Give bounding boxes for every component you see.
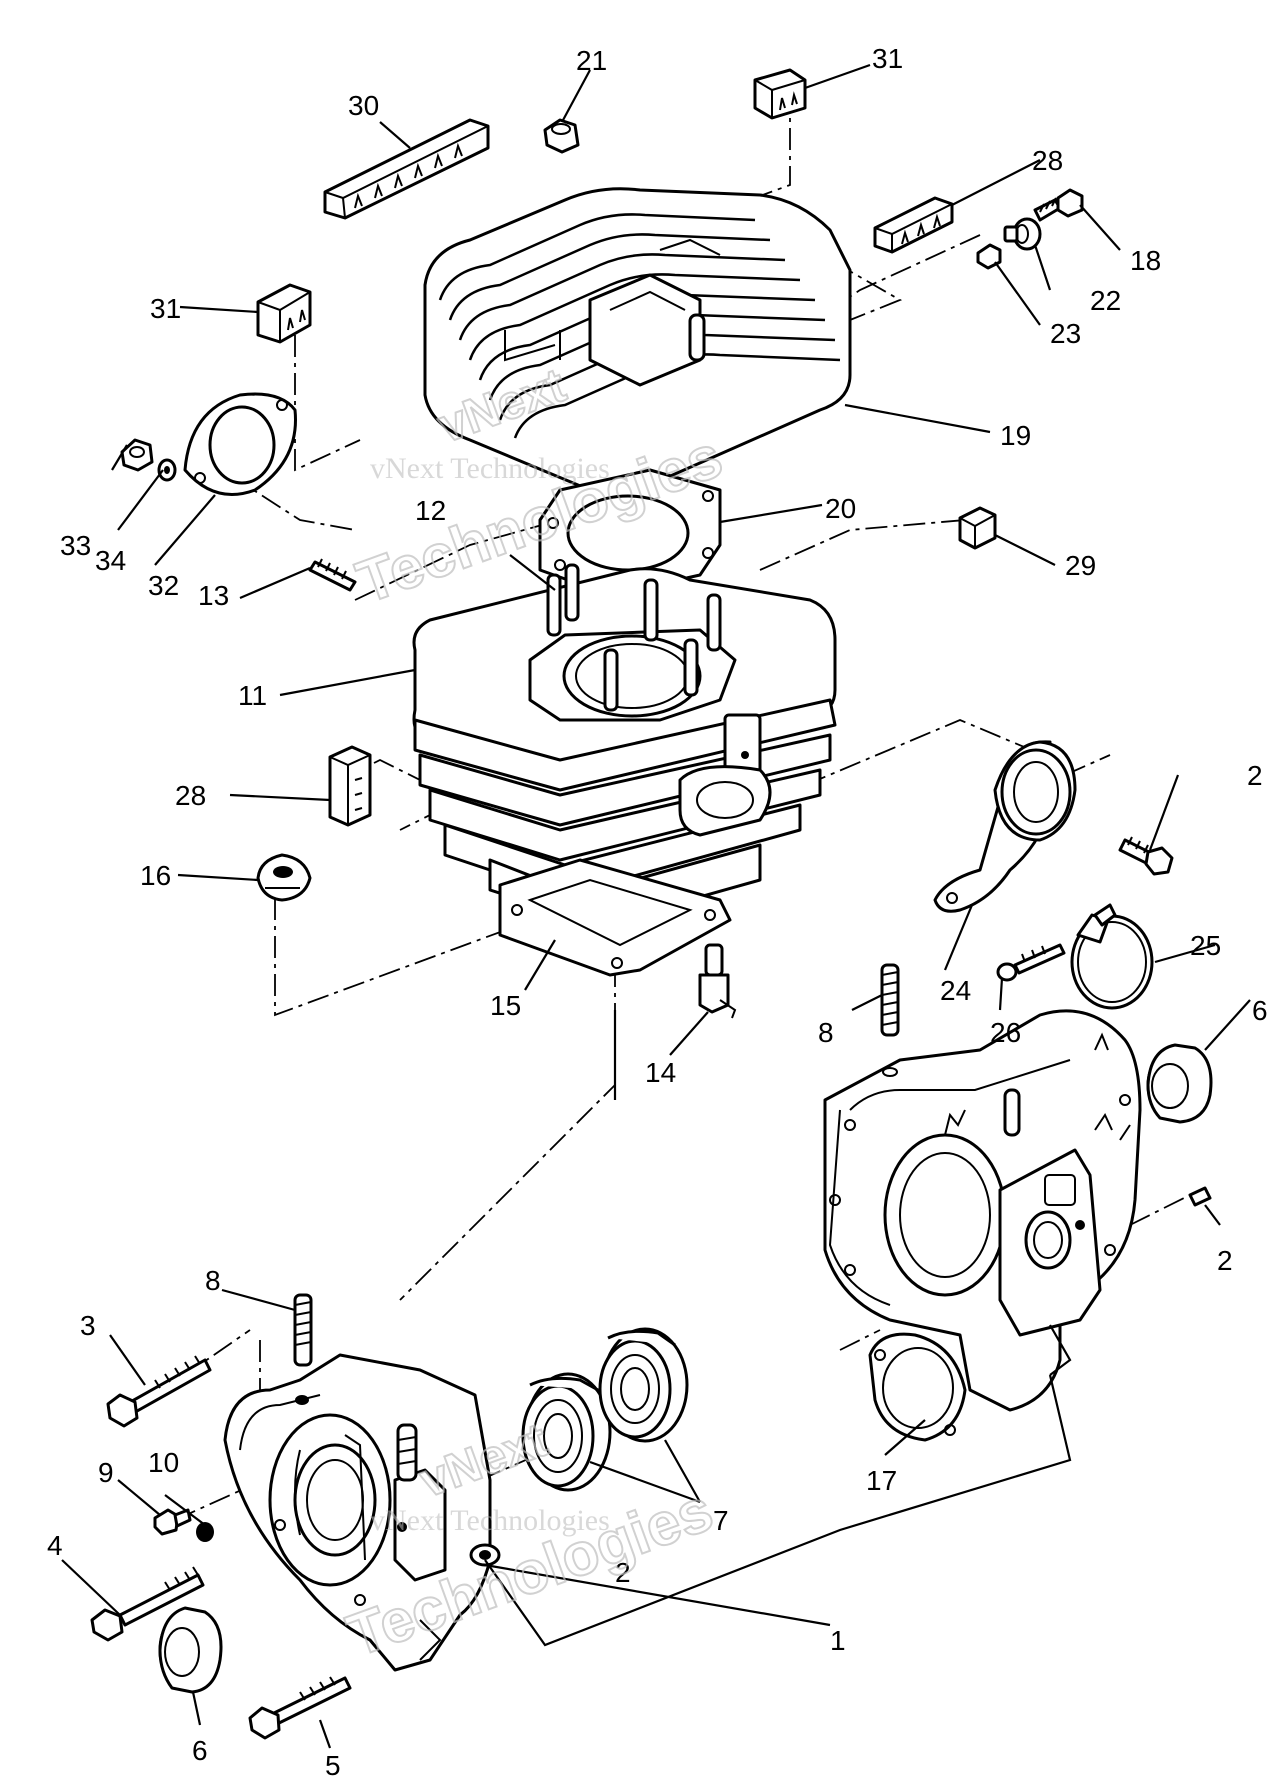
crankcase-right-half	[823, 963, 1142, 1412]
callout-23: 23	[1050, 318, 1081, 349]
callout-5: 5	[325, 1750, 341, 1781]
grommet	[1003, 217, 1042, 251]
callout-12: 12	[415, 495, 446, 526]
clamp-screw	[996, 943, 1066, 982]
intake-manifold	[933, 740, 1077, 913]
exhaust-nut	[120, 438, 154, 472]
callout-6-left: 6	[192, 1735, 208, 1766]
callout-numbers: 21 31 30 28 18 22 23 19 20 31 29 12 13 1…	[47, 43, 1268, 1781]
main-bearing-inner	[521, 1372, 612, 1492]
flange-nut	[256, 853, 312, 902]
exhaust-washer	[157, 458, 177, 482]
callout-13: 13	[198, 580, 229, 611]
rubber-block-top	[753, 68, 807, 120]
callout-31-top: 31	[872, 43, 903, 74]
exhaust-stud	[308, 558, 357, 592]
rubber-strip-upper	[873, 196, 954, 254]
case-bolt-flange	[90, 1566, 205, 1642]
callout-29: 29	[1065, 550, 1096, 581]
exhaust-gasket	[183, 392, 297, 496]
callout-20: 20	[825, 493, 856, 524]
callout-19: 19	[1000, 420, 1031, 451]
main-bearing-outer	[598, 1327, 689, 1443]
callout-2-case: 2	[615, 1557, 631, 1588]
oil-seal-right	[1146, 1043, 1213, 1124]
callout-18: 18	[1130, 245, 1161, 276]
callout-2-dowel: 2	[1217, 1245, 1233, 1276]
callout-32: 32	[148, 570, 179, 601]
callout-2-intake: 2	[1247, 760, 1263, 791]
dowel-pin	[1188, 1186, 1212, 1207]
callout-30: 30	[348, 90, 379, 121]
rubber-block-left	[256, 283, 312, 344]
callout-31-left: 31	[150, 293, 181, 324]
base-gasket	[498, 858, 732, 977]
callout-22: 22	[1090, 285, 1121, 316]
cap-bolt	[1033, 188, 1084, 222]
hose-clamp	[1070, 903, 1154, 1010]
drain-plug	[196, 1522, 214, 1542]
callout-25: 25	[1190, 930, 1221, 961]
rubber-strip-long	[323, 118, 490, 220]
cylinder-head	[423, 187, 852, 496]
callout-17: 17	[866, 1465, 897, 1496]
callout-4: 4	[47, 1530, 63, 1561]
callout-24: 24	[940, 975, 971, 1006]
crankcase-left-half	[223, 1293, 501, 1672]
temperature-sensor	[698, 943, 737, 1019]
callout-8-left: 8	[205, 1265, 221, 1296]
callout-28-lower: 28	[175, 780, 206, 811]
crankcase-gasket	[868, 1332, 967, 1442]
watermark-text-bottom: vNext Technologies	[370, 1504, 610, 1537]
callout-8-right: 8	[818, 1017, 834, 1048]
callout-28-upper: 28	[1032, 145, 1063, 176]
callout-10: 10	[148, 1447, 179, 1478]
small-bolt	[153, 1508, 192, 1536]
small-nut	[976, 243, 1002, 270]
callout-3: 3	[80, 1310, 96, 1341]
callout-21: 21	[576, 45, 607, 76]
callout-9: 9	[98, 1457, 114, 1488]
callout-1: 1	[830, 1625, 846, 1656]
rubber-block-small	[958, 506, 997, 550]
callout-34: 34	[95, 545, 126, 576]
intake-bolt	[1118, 836, 1174, 876]
leader-lines	[61, 63, 1251, 1749]
head-nut	[543, 118, 580, 154]
cylinder	[412, 563, 837, 927]
head-gasket	[538, 468, 722, 597]
watermark-text-top: vNext Technologies	[370, 452, 610, 485]
callout-33: 33	[60, 530, 91, 561]
callout-15: 15	[490, 990, 521, 1021]
callout-11: 11	[238, 680, 267, 711]
callout-7: 7	[713, 1505, 729, 1536]
oil-seal-left	[158, 1606, 223, 1694]
callout-6-right: 6	[1252, 995, 1268, 1026]
case-bolt-long	[106, 1355, 212, 1428]
callout-14: 14	[645, 1057, 676, 1088]
callout-26: 26	[990, 1017, 1021, 1048]
case-bolt-lower	[248, 1676, 352, 1740]
rubber-strip-lower	[328, 745, 372, 827]
callout-16: 16	[140, 860, 171, 891]
